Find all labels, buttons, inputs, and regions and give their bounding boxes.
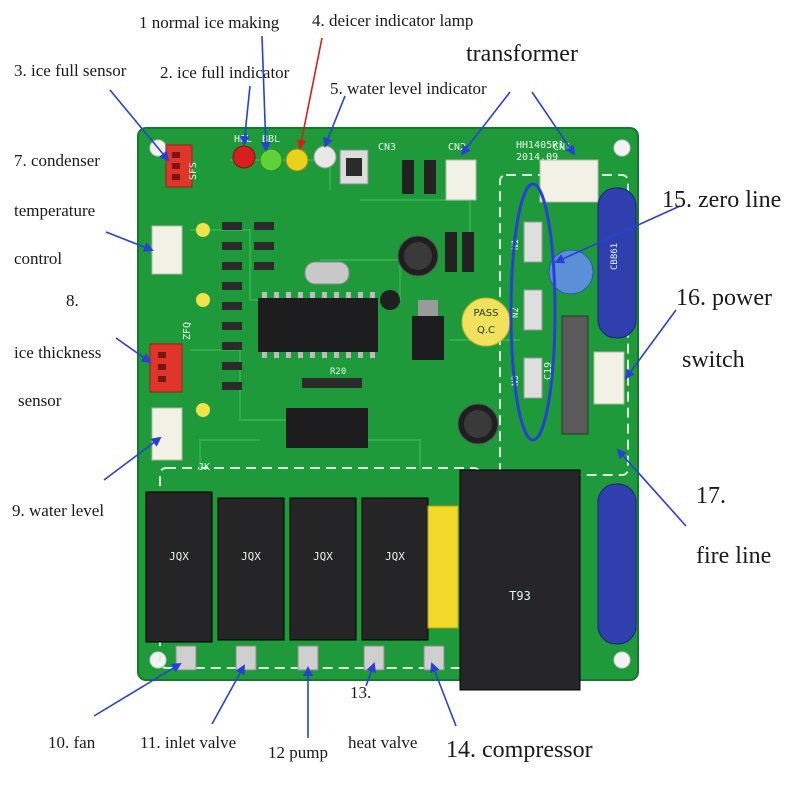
silk-n3: N3	[511, 375, 521, 386]
silk-jk: JK	[198, 462, 210, 473]
label-heat-valve: heat valve	[348, 733, 418, 752]
silk-r20: R20	[330, 367, 346, 377]
led-green	[259, 148, 283, 172]
led-yellow	[285, 148, 309, 172]
label-transformer: transformer	[466, 41, 578, 67]
water-level-connector	[151, 407, 183, 461]
label-17: 17.	[696, 483, 726, 509]
silk-c19: C19	[543, 362, 554, 380]
relay-fan	[145, 491, 213, 643]
mount-hole	[149, 651, 167, 669]
power-switch-connector	[593, 351, 625, 405]
resistor-network	[302, 378, 362, 388]
zero-line-highlight	[509, 182, 557, 442]
label-power: 16. power	[676, 285, 772, 311]
label-8: 8.	[66, 291, 79, 310]
cn2-connector	[445, 159, 477, 201]
mount-hole	[149, 139, 167, 157]
label-ice-thickness: ice thickness	[14, 343, 102, 362]
label-ice-full-indicator: 2. ice full indicator	[160, 63, 290, 82]
silk-date: 2014.09	[516, 152, 558, 163]
film-capacitor	[561, 315, 589, 435]
label-sensor: sensor	[18, 391, 62, 410]
hv-zone	[159, 467, 481, 669]
silk-cn3: CN3	[378, 142, 396, 153]
label-switch: switch	[682, 347, 745, 373]
label-inlet-valve: 11. inlet valve	[140, 733, 237, 752]
label-ice-full-sensor: 3. ice full sensor	[14, 61, 127, 80]
spade-terminals	[175, 645, 445, 671]
relay-heat-valve	[361, 497, 429, 641]
label-condenser: 7. condenser	[14, 151, 100, 170]
label-water-level: 9. water level	[12, 501, 105, 520]
silk-fuse: CBB61	[610, 243, 620, 270]
voltage-regulator	[412, 316, 444, 360]
label-pump: 12 pump	[268, 743, 328, 762]
label-temperature: temperature	[14, 201, 96, 220]
label-water-level-indicator: 5. water level indicator	[330, 79, 487, 98]
label-fire-line: fire line	[696, 543, 772, 569]
label-control: control	[14, 249, 63, 268]
label-fan: 10. fan	[48, 733, 96, 752]
cn1-transformer-connector	[539, 159, 599, 203]
blue-capacitor-bottom	[597, 483, 637, 645]
resistor-array	[222, 222, 274, 390]
mount-hole	[613, 651, 631, 669]
yellow-capacitor	[427, 505, 459, 629]
mount-hole	[613, 139, 631, 157]
crystal	[304, 261, 350, 285]
relay-label: JQX	[385, 550, 405, 563]
silk-n2: N2	[511, 307, 521, 318]
relay-label: JQX	[313, 550, 333, 563]
relay-label: JQX	[241, 550, 261, 563]
label-normal-ice-making: 1 normal ice making	[139, 13, 280, 32]
compressor-relay-label: T93	[509, 589, 531, 603]
silk-cn2: CN2	[448, 142, 466, 153]
condenser-temp-connector	[151, 225, 183, 275]
label-deicer-indicator-lamp: 4. deicer indicator lamp	[312, 11, 474, 30]
silk-hbl: HBL	[234, 134, 252, 145]
ic-driver	[286, 408, 368, 448]
relay-label: JQX	[169, 550, 189, 563]
silk-zfq: ZFQ	[182, 322, 193, 340]
label-13: 13.	[350, 683, 372, 702]
led-white	[313, 145, 337, 169]
label-compressor: 14. compressor	[446, 737, 593, 763]
silk-cn1: CN1	[553, 142, 571, 153]
silk-n1: N1	[511, 239, 521, 250]
ic-mcu	[258, 298, 378, 352]
led-red	[232, 145, 256, 169]
stamp-qc: Q.C	[477, 325, 495, 336]
silk-bbl: BBL	[262, 134, 280, 145]
compressor-relay	[459, 469, 581, 691]
silk-sfs: SFS	[188, 162, 199, 180]
relay-pump	[289, 497, 357, 641]
label-zero-line: 15. zero line	[662, 187, 782, 213]
relay-inlet-valve	[217, 497, 285, 641]
qc-pass-stamp	[461, 297, 511, 347]
stamp-pass: PASS	[474, 308, 499, 319]
ice-thickness-connector	[149, 343, 183, 393]
